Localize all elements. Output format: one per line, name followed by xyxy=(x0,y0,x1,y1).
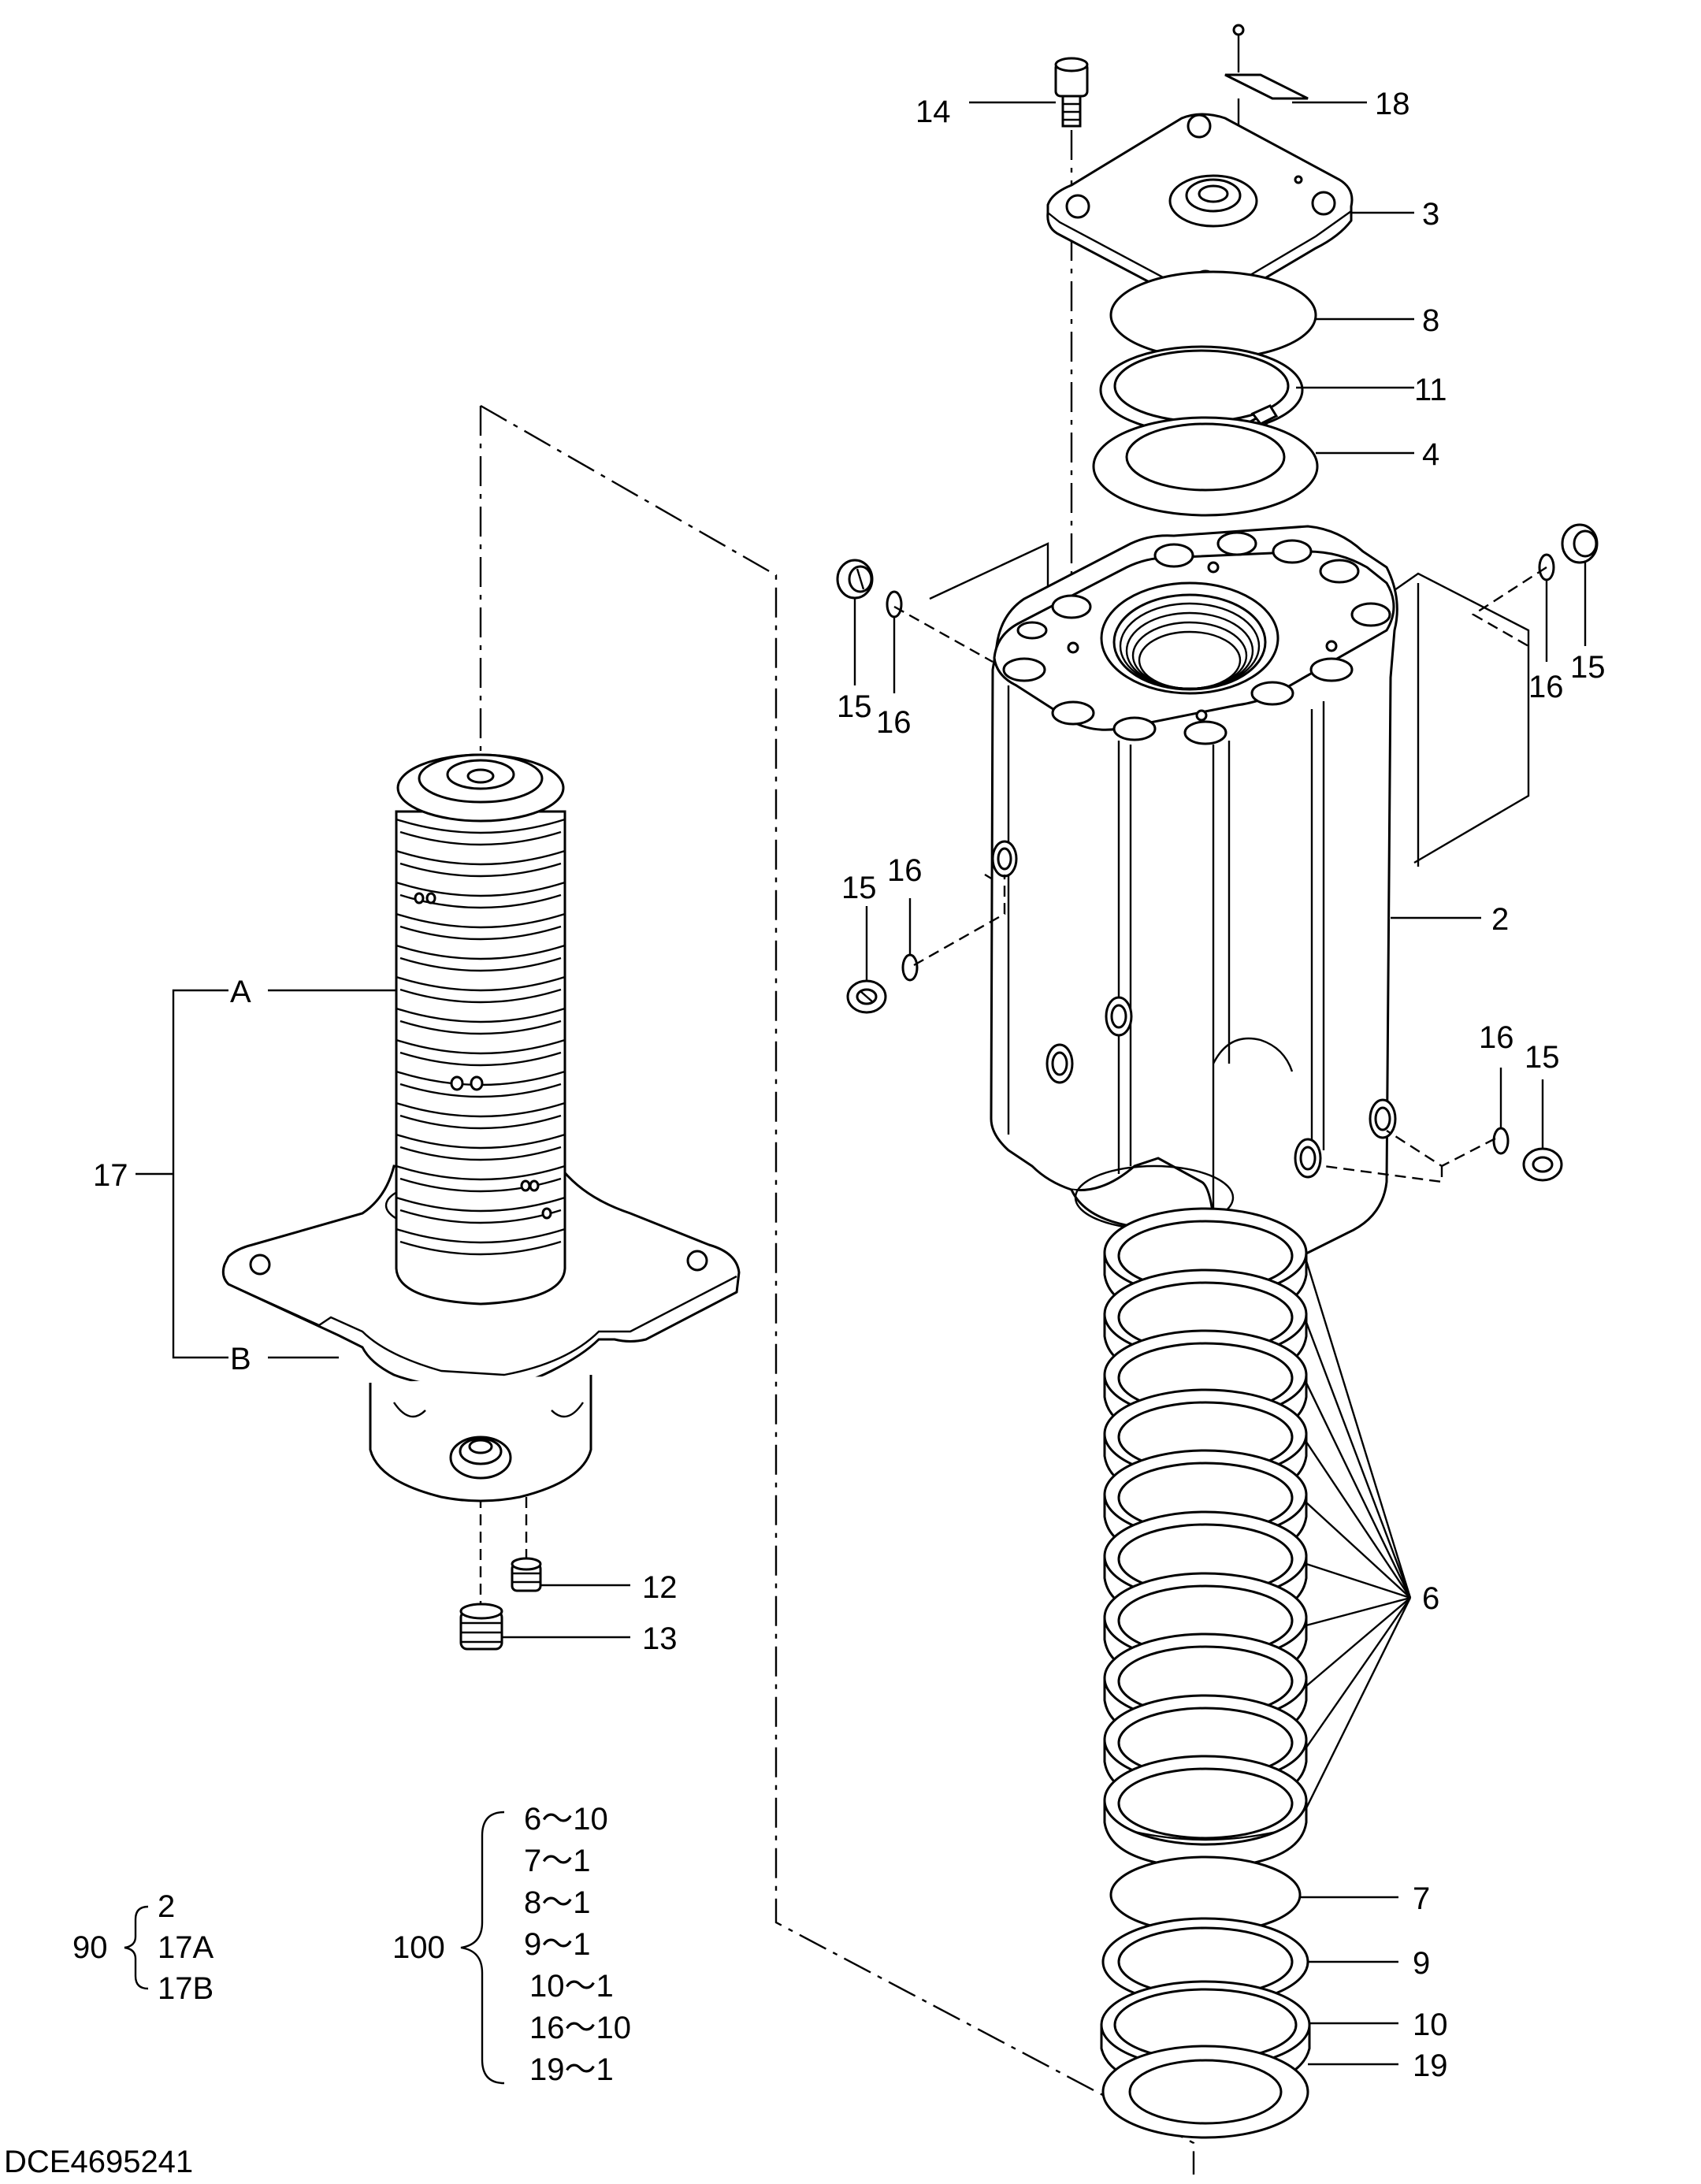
callout-A: A xyxy=(230,975,251,1009)
callout-10: 10 xyxy=(1413,2008,1448,2042)
seal-rings-6 xyxy=(1103,1207,1308,1870)
stem-land xyxy=(396,944,566,960)
seal-ring-inner xyxy=(1117,1767,1294,1840)
leader-6 xyxy=(1305,1260,1412,1599)
callout-16-left-mid: 16 xyxy=(887,853,923,888)
callout-12: 12 xyxy=(642,1570,678,1605)
plug-13 xyxy=(459,1603,503,1651)
kit-90-label: 90 xyxy=(72,1930,108,1965)
stem-17 xyxy=(221,753,741,1502)
callout-17: 17 xyxy=(93,1158,128,1193)
callout-4: 4 xyxy=(1422,437,1439,472)
callout-7: 7 xyxy=(1413,1881,1430,1916)
callout-15-left-mid: 15 xyxy=(841,871,877,905)
stem-land xyxy=(396,975,566,992)
ring-19 xyxy=(1101,2045,1309,2139)
snap-ring-11 xyxy=(1099,345,1304,435)
callout-6: 6 xyxy=(1422,1581,1439,1616)
stem-land xyxy=(396,849,566,866)
plugs-15-and-orings-16 xyxy=(836,523,1599,1183)
callout-16-right-top: 16 xyxy=(1528,670,1564,704)
callout-15-left-top: 15 xyxy=(837,689,872,724)
kit-100-item-4: 9～1 xyxy=(524,1927,591,1962)
stem-lands xyxy=(396,818,566,1256)
kit-100-item-2: 7～1 xyxy=(524,1844,591,1878)
stem-land xyxy=(396,881,566,897)
stem-land xyxy=(396,1038,566,1055)
stem-groove xyxy=(399,1146,562,1161)
leader-lines xyxy=(136,101,1587,2066)
stem-groove xyxy=(399,1240,562,1256)
stem-groove xyxy=(399,1177,562,1193)
kit-100-item-7: 19～1 xyxy=(529,2052,614,2087)
callout-18: 18 xyxy=(1375,87,1410,121)
washer-4 xyxy=(1092,416,1319,517)
leader-6 xyxy=(1305,1596,1411,1627)
leader-6 xyxy=(1305,1597,1411,1748)
stem-land xyxy=(396,1007,566,1023)
kit-100-item-6: 16～10 xyxy=(529,2011,631,2045)
drawing-code: DCE4695241 xyxy=(4,2145,193,2179)
stem-land xyxy=(396,818,566,834)
stem-groove xyxy=(399,1209,562,1224)
stem-land xyxy=(396,1228,566,1244)
callout-labels: 14 18 3 8 11 4 15 16 16 15 15 16 2 16 15… xyxy=(93,87,1606,2083)
callout-15-right-bottom: 15 xyxy=(1525,1040,1560,1075)
kit-100-item-5: 10～1 xyxy=(529,1969,614,2004)
leader-6 xyxy=(1305,1321,1412,1599)
kit-90-list: 90 2 17A 17B xyxy=(72,1889,214,2006)
leader-6 xyxy=(1305,1502,1411,1599)
stem-land xyxy=(396,1196,566,1213)
seal-ring-lip xyxy=(1134,1830,1277,1841)
stem-groove xyxy=(399,1020,562,1035)
stem-groove xyxy=(399,862,562,878)
stem-land xyxy=(396,1101,566,1118)
stem-groove xyxy=(399,988,562,1004)
callout-B: B xyxy=(230,1342,251,1376)
stem-groove xyxy=(399,1114,562,1130)
kit-90-item-1: 2 xyxy=(158,1889,175,1924)
kit-100-list: 100 6～10 7～1 8～1 9～1 10～1 16～10 19～1 xyxy=(392,1802,631,2087)
kit-100-label: 100 xyxy=(392,1930,445,1965)
gasket-8 xyxy=(1109,270,1317,360)
plug-12 xyxy=(511,1557,542,1592)
body-2 xyxy=(929,525,1530,1257)
leader-6 xyxy=(1305,1382,1412,1599)
screw-14 xyxy=(1054,57,1089,128)
leader-6 xyxy=(1305,1562,1411,1599)
callout-16-right-bottom: 16 xyxy=(1479,1020,1514,1055)
callout-14: 14 xyxy=(915,95,951,129)
callout-3: 3 xyxy=(1422,197,1439,232)
stem-groove xyxy=(399,1083,562,1098)
leader-6 xyxy=(1305,1597,1411,1687)
seal-stack xyxy=(1100,1207,1311,2139)
kit-90-item-2: 17A xyxy=(158,1930,214,1965)
stem-groove xyxy=(399,830,562,846)
stem-land xyxy=(396,1133,566,1150)
kit-100-item-3: 8～1 xyxy=(524,1885,591,1920)
stem-groove xyxy=(399,1051,562,1067)
kit-90-item-3: 17B xyxy=(158,1971,214,2006)
callout-15-right-top: 15 xyxy=(1570,650,1606,685)
callout-13: 13 xyxy=(642,1621,678,1656)
callout-8: 8 xyxy=(1422,303,1439,338)
kit-100-item-1: 6～10 xyxy=(524,1802,608,1837)
stem-land xyxy=(396,1164,566,1181)
stem-groove xyxy=(399,925,562,941)
leader-6 xyxy=(1305,1597,1412,1809)
ring-10 xyxy=(1100,1980,1311,2093)
stem-groove xyxy=(399,956,562,972)
leader-6 xyxy=(1305,1441,1411,1599)
callout-9: 9 xyxy=(1413,1946,1430,1981)
callout-11: 11 xyxy=(1414,373,1447,407)
ring-9 xyxy=(1101,1917,1309,2007)
stem-land xyxy=(396,912,566,929)
callout-16-left-top: 16 xyxy=(876,705,912,740)
callout-2: 2 xyxy=(1491,902,1509,937)
callout-19: 19 xyxy=(1413,2048,1448,2083)
